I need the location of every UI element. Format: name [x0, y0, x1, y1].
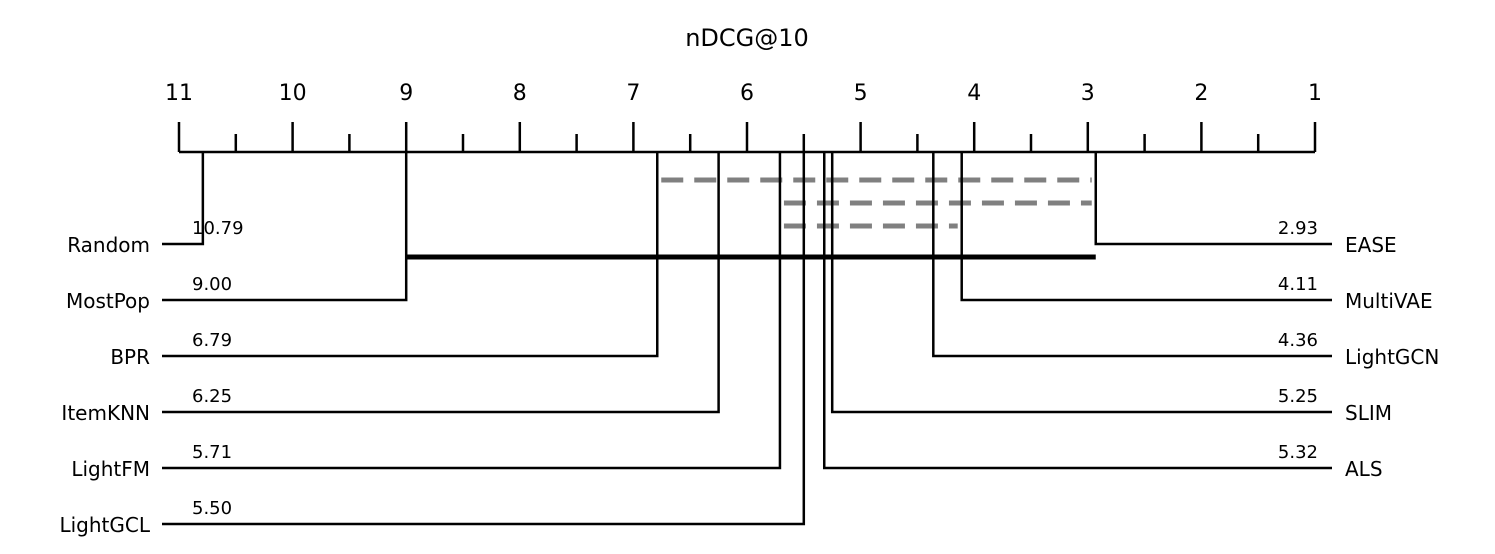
rank-axis: 11 10 9 8 7 6 5 4 3 2 1 [165, 81, 1322, 154]
method-rank-label: 5.50 [192, 498, 232, 519]
method-name: LightGCN [1345, 345, 1439, 369]
method-name: ALS [1345, 457, 1383, 481]
method-rank-label: 5.32 [1278, 442, 1318, 463]
tick-label: 4 [967, 81, 981, 106]
tick-label: 10 [279, 81, 307, 106]
method-name: LightFM [71, 457, 150, 481]
method-line-right [1094, 152, 1332, 246]
method-name: EASE [1345, 233, 1397, 257]
method-rank-label: 6.25 [192, 386, 232, 407]
tick-label: 11 [165, 81, 193, 106]
method-rank-label: 4.11 [1278, 274, 1318, 295]
method-name: Random [67, 233, 150, 257]
method-rank-label: 10.79 [192, 218, 244, 239]
method-name: LightGCL [59, 513, 150, 537]
tick-label: 9 [399, 81, 413, 106]
method-line-right [960, 152, 1332, 302]
method-name: MultiVAE [1345, 289, 1433, 313]
tick-label: 5 [854, 81, 868, 106]
method-line-left [162, 152, 659, 358]
method-name: BPR [110, 345, 150, 369]
method-rank-label: 9.00 [192, 274, 232, 295]
method-line-right [932, 152, 1332, 358]
method-name: SLIM [1345, 401, 1392, 425]
method-name: MostPop [66, 289, 150, 313]
method-line-left [162, 152, 806, 526]
method-rank-label: 4.36 [1278, 330, 1318, 351]
tick-label: 2 [1194, 81, 1208, 106]
tick-label: 3 [1081, 81, 1095, 106]
method-line-left [162, 152, 720, 414]
method-line-left [162, 152, 205, 246]
method-rank-label: 5.25 [1278, 386, 1318, 407]
clique-bars [661, 177, 1092, 229]
method-line-right [830, 152, 1332, 414]
method-line-right [822, 152, 1332, 470]
tick-label: 8 [513, 81, 527, 106]
method-name: ItemKNN [61, 401, 150, 425]
method-rank-label: 2.93 [1278, 218, 1318, 239]
tick-label: 1 [1308, 81, 1322, 106]
chart-title: nDCG@10 [685, 24, 809, 52]
method-rank-label: 6.79 [192, 330, 232, 351]
method-rank-label: 5.71 [192, 442, 232, 463]
tick-label: 6 [740, 81, 754, 106]
tick-label: 7 [626, 81, 640, 106]
method-line-left [162, 152, 782, 470]
method-line-left [162, 152, 408, 302]
